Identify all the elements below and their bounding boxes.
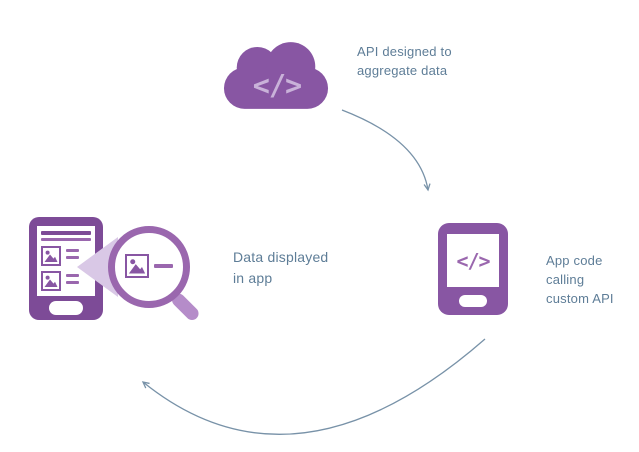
home-button-shape: [459, 295, 487, 307]
list-text-line: [66, 281, 79, 284]
label-cloud-api: API designed to aggregate data: [357, 42, 452, 80]
cloud-code-icon: </>: [223, 42, 329, 109]
arrow-cloud-to-appcode: [341, 109, 428, 190]
list-header-line: [41, 231, 91, 235]
list-text-line: [66, 256, 79, 259]
home-button-shape: [49, 301, 83, 315]
list-text-line: [66, 249, 79, 252]
node-cloud-api: </>: [200, 6, 344, 150]
label-line: API designed to: [357, 44, 452, 59]
list-header-line: [41, 238, 91, 241]
photo-thumb-icon: [125, 254, 149, 278]
label-line: aggregate data: [357, 63, 448, 78]
label-line: custom API: [546, 291, 614, 306]
code-glyph: </>: [253, 69, 301, 102]
label-line: Data displayed: [233, 249, 329, 265]
list-text-line: [154, 264, 173, 268]
label-data-display: Data displayed in app: [233, 247, 328, 289]
phone-screen: </>: [447, 234, 499, 287]
node-data-display: [4, 158, 221, 376]
label-app-code: App code calling custom API: [546, 251, 639, 308]
list-text-line: [66, 274, 79, 277]
arrow-appcode-to-display: [143, 338, 486, 435]
node-app-code: </>: [388, 195, 537, 344]
photo-thumb-icon: [41, 246, 61, 266]
phone-code-icon: </>: [438, 223, 508, 315]
magnifier-icon: [108, 226, 190, 308]
label-line: in app: [233, 270, 273, 286]
label-line: App code calling: [546, 253, 603, 287]
code-glyph: </>: [456, 248, 490, 273]
photo-thumb-icon: [41, 271, 61, 291]
